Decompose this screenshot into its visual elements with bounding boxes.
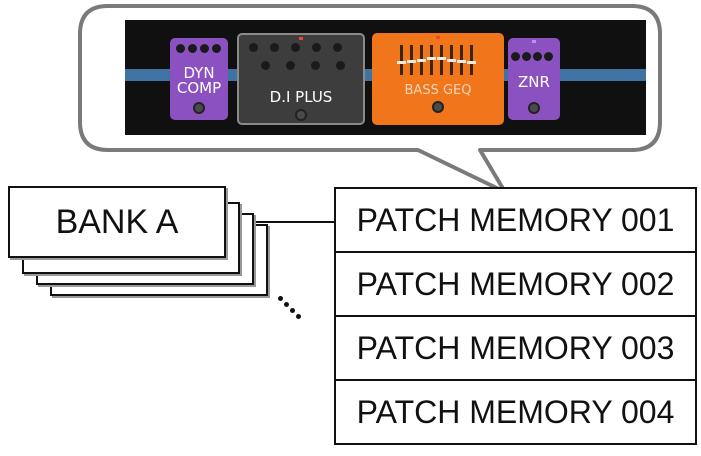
knob-icon xyxy=(176,44,185,53)
knob-icon xyxy=(533,52,542,61)
knob-icon xyxy=(333,43,342,52)
eq-slider xyxy=(407,45,416,75)
eq-slider xyxy=(447,45,456,75)
patch-memory-item: PATCH MEMORY 004 xyxy=(334,379,697,445)
knob-icon xyxy=(261,61,270,70)
eq-slider xyxy=(457,45,466,75)
pedal-label-line2: COMP xyxy=(176,79,222,97)
pedal-label: ZNR xyxy=(518,73,550,91)
eq-slider xyxy=(397,45,406,75)
eq-slider xyxy=(467,45,476,75)
footswitch-icon xyxy=(432,101,444,113)
knob-icon xyxy=(270,43,279,52)
pedal-znr: ZNR xyxy=(508,38,560,120)
eq-slider xyxy=(427,45,436,75)
knob-row xyxy=(261,61,345,70)
knob-icon xyxy=(544,52,553,61)
footswitch-icon xyxy=(295,109,307,121)
led-icon xyxy=(436,36,440,39)
knob-icon xyxy=(312,43,321,52)
knob-icon xyxy=(291,43,300,52)
pedal-label: BASS GEQ xyxy=(404,83,472,98)
patch-memory-item: PATCH MEMORY 002 xyxy=(334,251,697,317)
pedal-dyn-comp: DYN COMP xyxy=(170,38,228,120)
footswitch-icon xyxy=(193,102,205,114)
knob-row xyxy=(249,43,342,52)
bank-label: BANK A xyxy=(55,202,179,241)
pedal-label-line1: DYN xyxy=(183,64,215,82)
patch-memory-item: PATCH MEMORY 001 xyxy=(334,187,697,253)
knob-icon xyxy=(522,52,531,61)
pedal-di-plus: D.I PLUS xyxy=(237,33,365,125)
knob-row xyxy=(511,52,553,61)
patch-memory-item: PATCH MEMORY 003 xyxy=(334,315,697,381)
knob-icon xyxy=(188,44,197,53)
knob-icon xyxy=(212,44,221,53)
eq-slider xyxy=(437,45,446,75)
led-icon xyxy=(299,37,303,40)
knob-row xyxy=(176,44,221,53)
bank-card: BANK A xyxy=(8,186,226,258)
knob-icon xyxy=(286,61,295,70)
knob-icon xyxy=(311,61,320,70)
pedal-bass-geq: BASS GEQ xyxy=(372,33,504,125)
led-icon xyxy=(532,40,536,43)
knob-icon xyxy=(511,52,520,61)
knob-icon xyxy=(336,61,345,70)
patch-memory-list: PATCH MEMORY 001 PATCH MEMORY 002 PATCH … xyxy=(334,187,697,445)
knob-icon xyxy=(249,43,258,52)
eq-slider xyxy=(417,45,426,75)
pedal-label: D.I PLUS xyxy=(269,88,333,106)
footswitch-icon xyxy=(528,102,540,114)
knob-icon xyxy=(200,44,209,53)
